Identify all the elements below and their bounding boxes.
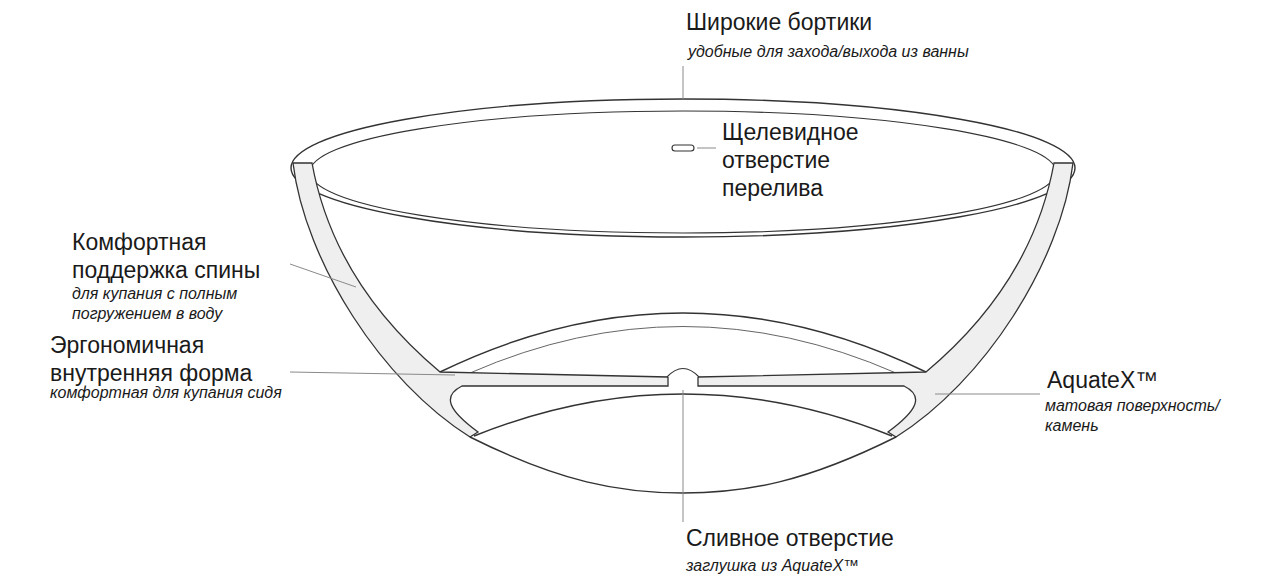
part-title: Эргономичная внутренняя форма xyxy=(50,331,288,387)
wall-section xyxy=(293,163,668,437)
floor-contour xyxy=(470,327,896,374)
leader-line xyxy=(683,390,684,522)
part-note: для купания с полным погружением в воду xyxy=(72,284,282,323)
part-note: комфортная для купания сидя xyxy=(50,383,282,403)
leader-line xyxy=(935,394,1040,395)
part-note: заглушка из AquateX™ xyxy=(686,556,859,576)
leader-line xyxy=(697,148,716,149)
leader-line xyxy=(290,264,356,287)
inner-rim xyxy=(310,111,1056,233)
drain-symbol xyxy=(667,369,699,378)
part-note: матовая поверхность/камень xyxy=(1045,396,1225,435)
part-title: Щелевидное отверстие перелива xyxy=(722,118,892,202)
part-title: Широкие бортики xyxy=(686,8,872,36)
leader-line xyxy=(683,66,684,99)
part-title: Комфортная поддержка спины xyxy=(72,228,287,284)
floor-contour xyxy=(440,313,926,372)
part-title: AquateX™ xyxy=(1047,366,1158,394)
part-note: удобные для захода/выхода из ванны xyxy=(688,42,969,62)
part-title: Сливное отверстие xyxy=(686,524,894,552)
leader-line xyxy=(290,372,455,375)
wall-section xyxy=(698,163,1073,437)
overflow-slot xyxy=(672,145,694,151)
outer-rim xyxy=(291,99,1075,237)
